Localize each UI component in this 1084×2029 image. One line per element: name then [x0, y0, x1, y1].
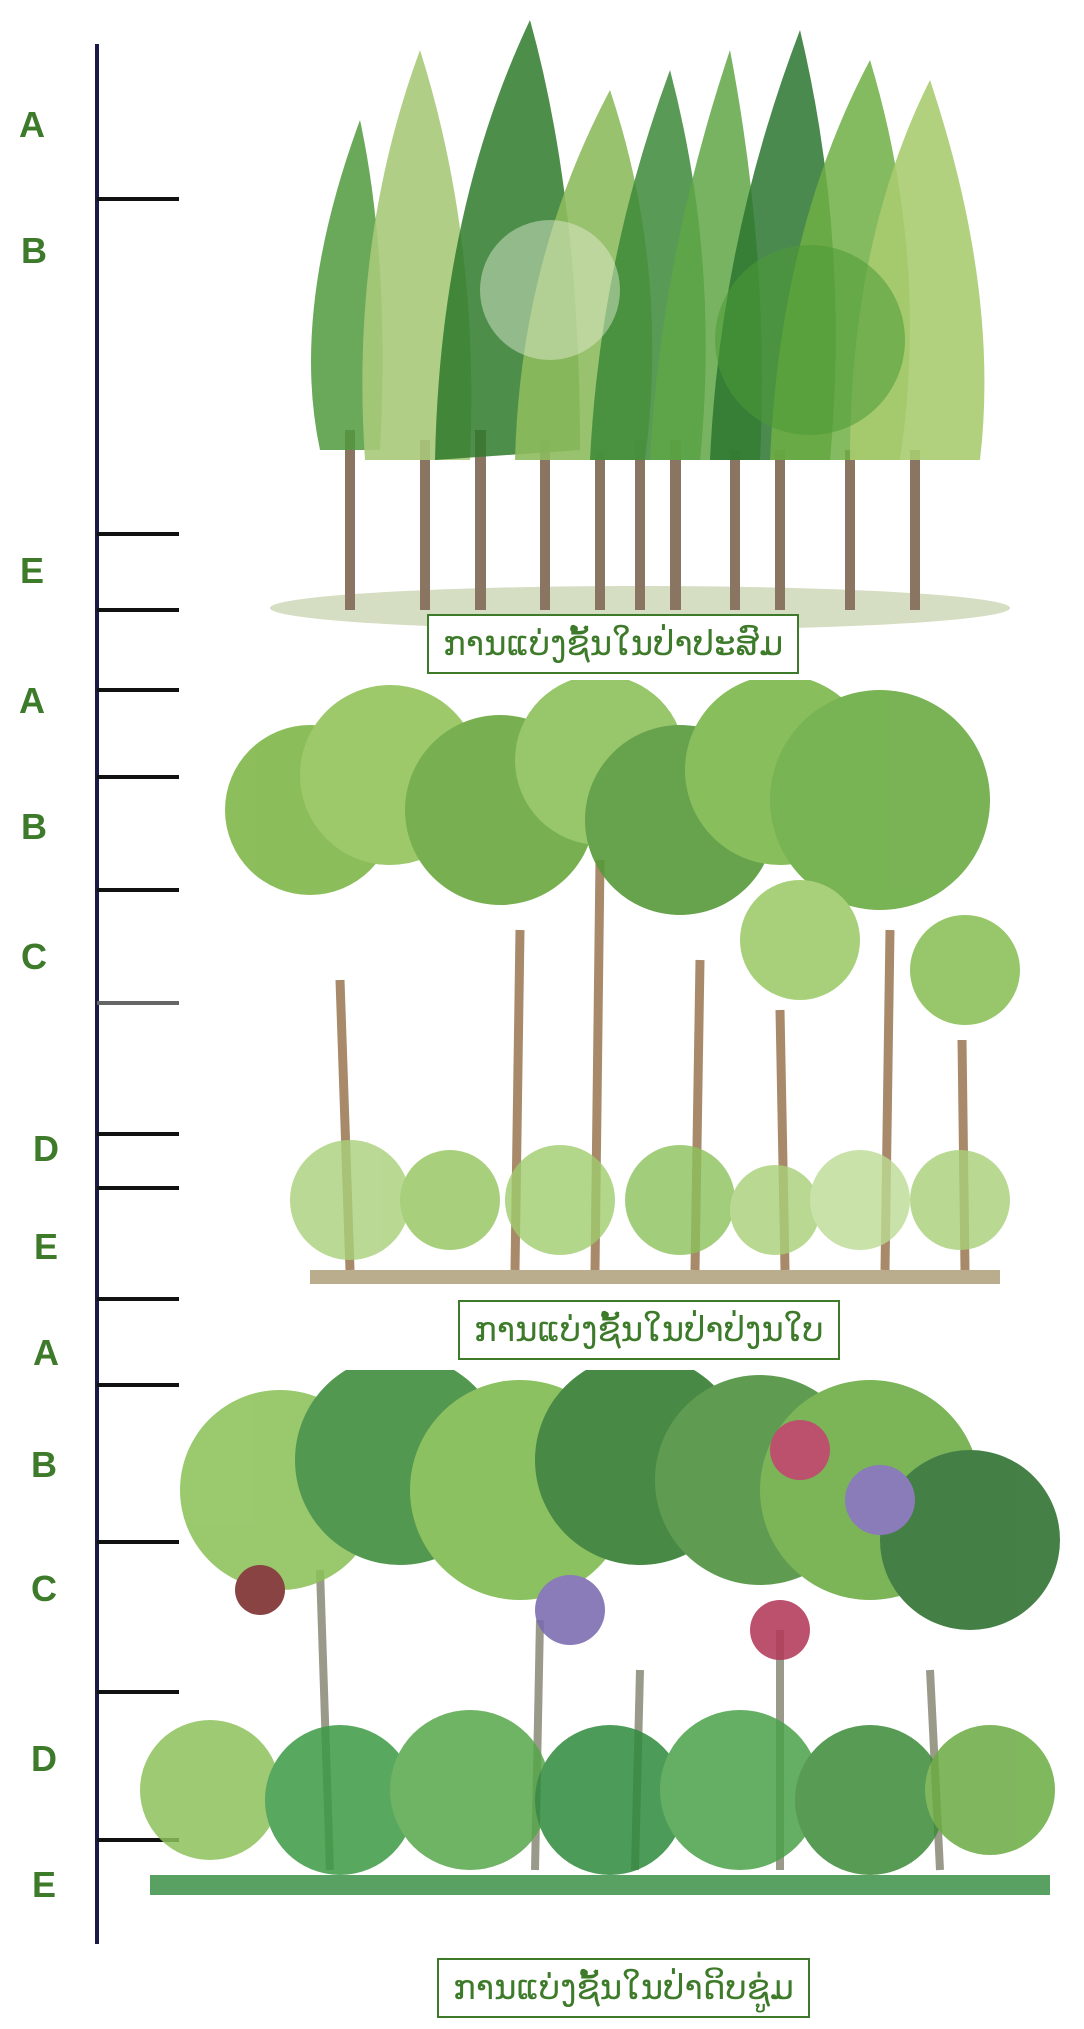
tick — [97, 197, 179, 201]
tick — [97, 532, 179, 536]
layer-label-b: B — [14, 230, 54, 272]
tick — [97, 888, 179, 892]
tick — [97, 1186, 179, 1190]
tick — [97, 1001, 179, 1005]
layer-label-d: D — [26, 1128, 66, 1170]
layer-label-b: B — [24, 1444, 64, 1486]
tick — [97, 688, 179, 692]
layer-label-b: B — [14, 806, 54, 848]
deciduous-forest-illustration — [220, 680, 1040, 1310]
layer-label-e: E — [12, 550, 52, 592]
layer-label-a: A — [12, 104, 52, 146]
tick — [97, 1132, 179, 1136]
layer-label-c: C — [24, 1568, 64, 1610]
tick — [97, 1297, 179, 1301]
layer-label-c: C — [14, 936, 54, 978]
layer-label-e: E — [24, 1864, 64, 1906]
layer-label-a: A — [26, 1332, 66, 1374]
caption-evergreen-forest: ການແບ່ງຊັ້ນໃນປ່າດິບຊູ່ມ — [437, 1958, 810, 2018]
layer-label-e: E — [26, 1226, 66, 1268]
layer-label-a: A — [12, 680, 52, 722]
evergreen-forest-illustration — [140, 1370, 1070, 1930]
tick — [97, 775, 179, 779]
caption-deciduous-forest: ການແບ່ງຊັ້ນໃນປ່າປ່ງນໃບ — [458, 1300, 840, 1360]
caption-mixed-forest: ການແບ່ງຊັ້ນໃນປ່າປະສົມ — [427, 614, 799, 674]
layer-label-d: D — [24, 1738, 64, 1780]
conifer-forest-illustration — [250, 10, 1020, 640]
tick — [97, 608, 179, 612]
vertical-axis — [95, 44, 99, 1944]
